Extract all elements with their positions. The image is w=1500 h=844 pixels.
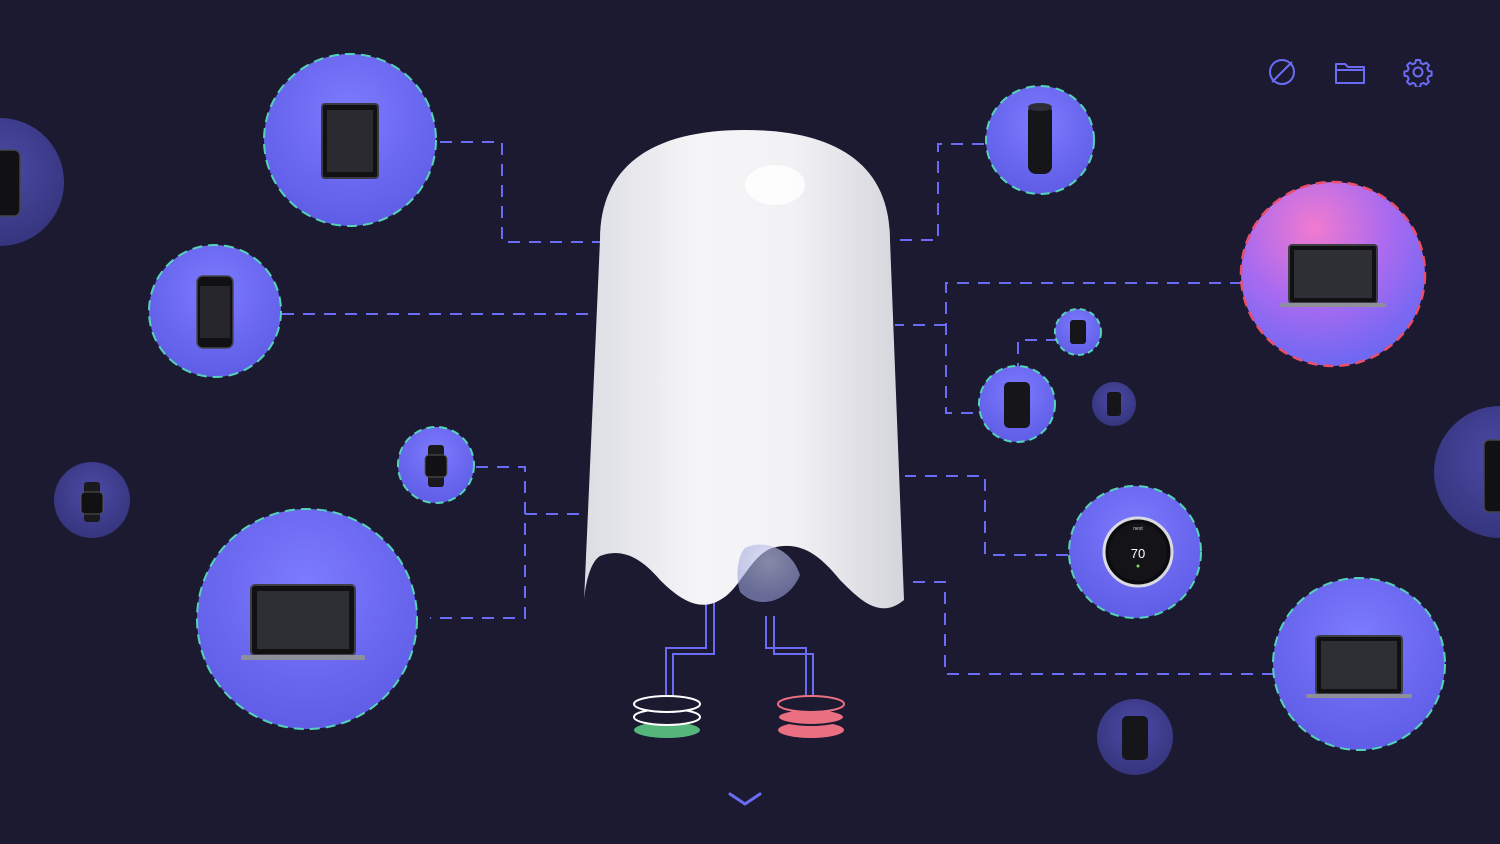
tiny-speaker-icon: [1070, 320, 1086, 344]
phone-icon: [0, 149, 21, 217]
device-node-apple-watch[interactable]: [397, 426, 475, 504]
chevron-down-icon: [728, 792, 762, 806]
connector-echo: [892, 143, 984, 241]
device-node-ipad[interactable]: [263, 53, 437, 227]
device-node-offscreen-right[interactable]: [1434, 406, 1500, 538]
settings-button[interactable]: [1400, 54, 1436, 90]
disable-button[interactable]: [1264, 54, 1300, 90]
laptop-right-icon: [1306, 635, 1412, 698]
device-node-echo[interactable]: [985, 85, 1095, 195]
connector-tiny: [1017, 339, 1058, 366]
device-node-iphone[interactable]: [148, 244, 282, 378]
connector-watch: [430, 466, 526, 619]
device-node-sonos[interactable]: [978, 365, 1056, 443]
device-node-macbook[interactable]: [196, 508, 418, 730]
thermostat-temperature: 70: [1131, 546, 1145, 561]
device-node-macbook-right[interactable]: [1272, 577, 1446, 751]
device-node-tiny[interactable]: [1054, 308, 1102, 356]
sonos-speaker-icon: [1004, 382, 1030, 428]
scroll-down-button[interactable]: [725, 786, 765, 812]
echo-speaker-icon: [1028, 104, 1052, 174]
speaker-bottom-icon: [1122, 716, 1148, 760]
disabled-icon: [1269, 59, 1295, 85]
laptop-icon: [241, 584, 365, 660]
connector-nest: [905, 475, 1068, 556]
device-node-watch-small[interactable]: [54, 462, 130, 538]
ghost-hub: [584, 130, 904, 609]
thermostat-brand: nest: [1133, 526, 1143, 532]
database-green: [633, 695, 701, 738]
device-node-phone-offscreen[interactable]: [0, 118, 64, 246]
database-red: [777, 695, 845, 738]
device-node-speaker-bottom[interactable]: [1097, 699, 1173, 775]
laptop-active-icon: [1280, 244, 1386, 307]
folder-icon: [1335, 63, 1365, 84]
connector-ipad: [440, 141, 600, 243]
device-node-nest[interactable]: nest 70: [1068, 485, 1202, 619]
device-node-small-speaker[interactable]: [1092, 382, 1136, 426]
gear-icon: [1403, 59, 1433, 87]
offscreen-device-icon: [1483, 439, 1500, 513]
connectors: [282, 141, 1274, 675]
ghost-legs: [665, 600, 814, 696]
thermostat-icon: [1102, 516, 1174, 588]
device-node-macbook-active[interactable]: [1239, 180, 1427, 368]
small-speaker-icon: [1107, 392, 1121, 416]
folder-button[interactable]: [1332, 54, 1368, 90]
connector-macbook-active: [945, 282, 1242, 414]
